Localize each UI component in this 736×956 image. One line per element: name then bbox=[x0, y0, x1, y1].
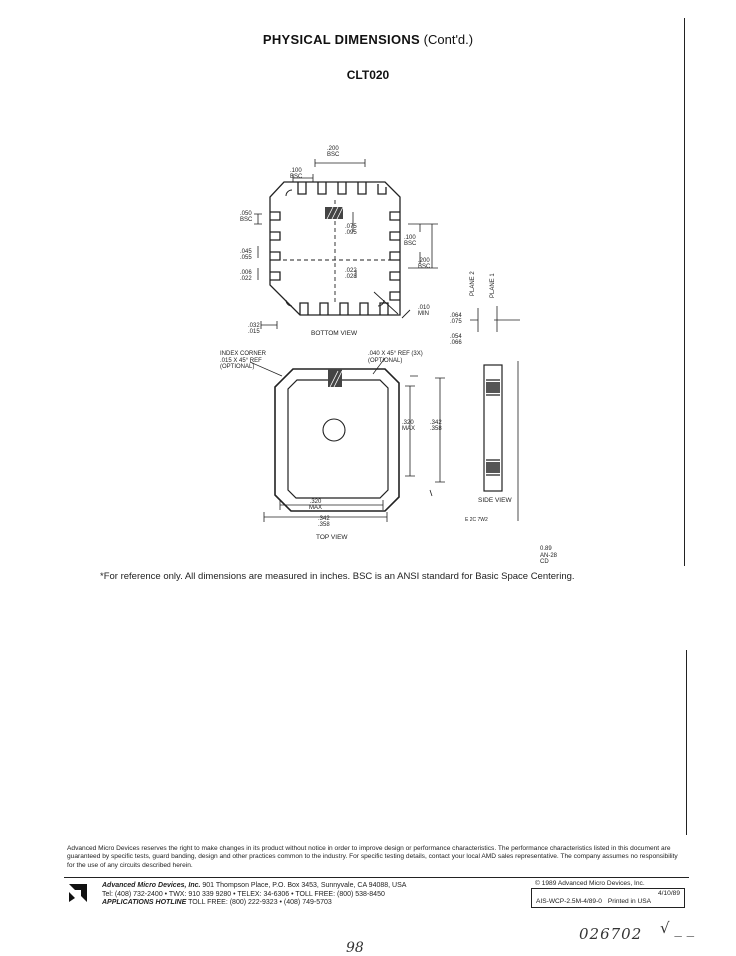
top-view-label: TOP VIEW bbox=[316, 534, 348, 541]
dim-right-a: .100 BSC bbox=[404, 235, 417, 247]
dim-width-a: .320 MAX bbox=[309, 499, 323, 511]
package-drawing bbox=[249, 159, 520, 522]
disclaimer: Advanced Micro Devices reserves the righ… bbox=[67, 845, 678, 869]
dim-inner-b: .022 .028 bbox=[345, 268, 357, 280]
bottom-view-label: BOTTOM VIEW bbox=[311, 330, 358, 337]
side-dim-a: .064 .075 bbox=[450, 313, 462, 325]
company-phones: Tel: (408) 732-2400 • TWX: 910 339 9280 … bbox=[102, 890, 385, 898]
dim-top-b: .200 BSC bbox=[327, 146, 340, 158]
dim-left-c: .006 .022 bbox=[240, 270, 252, 282]
top-view-index-circle bbox=[322, 418, 346, 442]
company-name: Advanced Micro Devices, Inc. bbox=[102, 882, 201, 889]
dim-width-b: .342 .358 bbox=[318, 516, 330, 528]
package-name: CLT020 bbox=[346, 68, 390, 82]
chamfer-label: .040 X 45° REF (3X) (OPTIONAL) bbox=[368, 351, 423, 364]
dim-top-a: .100 BSC bbox=[290, 168, 303, 180]
top-view-outer bbox=[274, 368, 400, 512]
side-dim-b: .054 .066 bbox=[450, 334, 462, 346]
printed-in: Printed in USA bbox=[607, 898, 652, 905]
side-view-body bbox=[483, 364, 503, 492]
side-view-label: SIDE VIEW bbox=[478, 497, 512, 504]
handwritten-code: 026702 bbox=[579, 925, 643, 943]
dim-inner-a: .075 .095 bbox=[345, 224, 357, 236]
index-corner-label: INDEX CORNER .015 X 45° REF (OPTIONAL) bbox=[220, 351, 267, 370]
right-castellations bbox=[389, 211, 400, 301]
doc-code: AIS-WCP-2.5M-4/89-0 bbox=[536, 898, 602, 905]
hotline-label: APPLICATIONS HOTLINE bbox=[102, 899, 187, 906]
reference-note: *For reference only. All dimensions are … bbox=[100, 571, 575, 582]
right-edge-rule-bottom bbox=[686, 650, 687, 835]
plane-1-label: PLANE 1 bbox=[490, 273, 496, 298]
dim-corner: .010 MIN bbox=[418, 305, 430, 317]
plane-2-label: PLANE 2 bbox=[470, 271, 476, 296]
handwritten-check: √ _ _ bbox=[660, 919, 695, 937]
top-view-inner bbox=[287, 379, 389, 499]
copyright: © 1989 Advanced Micro Devices, Inc. bbox=[535, 880, 645, 887]
drawing-stamp: 0.89 AN-28 CD bbox=[540, 546, 558, 565]
dim-left-a: .050 BSC bbox=[240, 211, 253, 223]
dim-bottom-left: .032 .015 bbox=[248, 323, 260, 335]
company-info: Advanced Micro Devices, Inc. 901 Thompso… bbox=[102, 882, 532, 908]
top-index-pad bbox=[328, 369, 342, 387]
title-suffix: (Cont'd.) bbox=[423, 32, 474, 47]
title-bold: PHYSICAL DIMENSIONS bbox=[262, 32, 421, 47]
dim-right-b: .200 BSC bbox=[418, 258, 431, 270]
right-edge-rule-top bbox=[684, 18, 685, 566]
doc-date: 4/10/89 bbox=[658, 890, 680, 897]
top-castellations bbox=[297, 182, 387, 195]
amd-logo bbox=[69, 884, 87, 902]
bottom-castellations bbox=[299, 302, 389, 315]
copyright-box: 4/10/89 AIS-WCP-2.5M-4/89-0 Printed in U… bbox=[531, 888, 685, 908]
company-address: 901 Thompson Place, P.O. Box 3453, Sunny… bbox=[202, 882, 407, 889]
dim-left-b: .045 .055 bbox=[240, 249, 252, 261]
footer-rule bbox=[64, 877, 689, 878]
page-title: PHYSICAL DIMENSIONS (Cont'd.) bbox=[0, 32, 736, 47]
left-castellations bbox=[270, 211, 281, 281]
hotline-numbers: TOLL FREE: (800) 222-9323 • (408) 749-57… bbox=[188, 899, 332, 906]
dim-height-a: .320 MAX bbox=[402, 420, 416, 432]
drawing-ref-code: E 2C 7W2 bbox=[465, 517, 488, 523]
page-number: 98 bbox=[346, 940, 364, 956]
dim-height-b: .342 .358 bbox=[430, 420, 442, 432]
